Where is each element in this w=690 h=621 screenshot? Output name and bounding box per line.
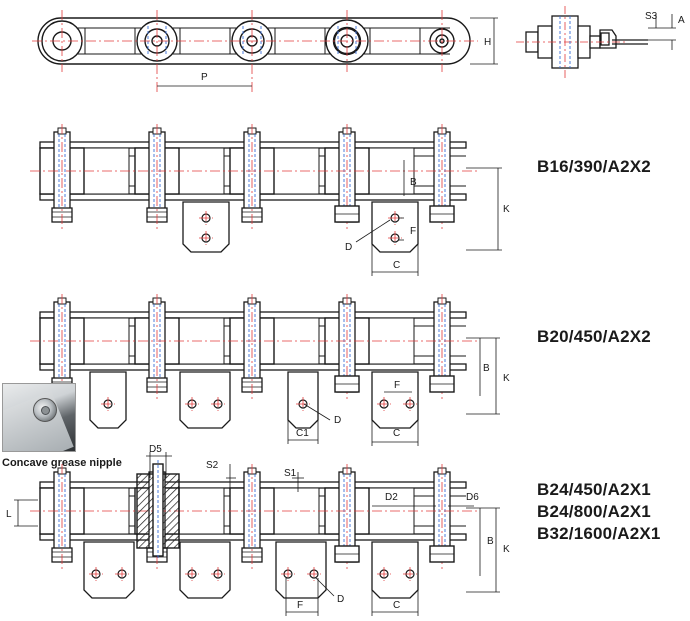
chain3-dim-k: K <box>503 544 510 555</box>
chain1-dim-k: K <box>503 204 510 215</box>
chain3-dim-f: F <box>297 600 303 611</box>
chain3-dim-d5: D5 <box>149 444 162 455</box>
grease-nipple-photo <box>2 383 76 452</box>
end-view-hidden <box>559 16 571 68</box>
side-view-centerlines <box>32 10 478 92</box>
end-view-centerlines <box>516 6 628 80</box>
chain3-dim-d2: D2 <box>385 492 398 503</box>
dim-label-h: H <box>484 37 491 48</box>
model-label-b32-1600: B32/1600/A2X1 <box>537 524 661 543</box>
chain3-dim-d: D <box>337 594 344 605</box>
chain2-dim-c1: C1 <box>296 428 309 439</box>
chain3-dimension-lines <box>14 452 500 616</box>
chain2-dimension-lines <box>287 337 500 446</box>
model-label-b20: B20/450/A2X2 <box>537 327 651 346</box>
chain3-dim-d6: D6 <box>466 492 479 503</box>
chain3-dim-s1: S1 <box>284 468 297 479</box>
chain3-dim-l: L <box>6 509 12 520</box>
model-label-b16: B16/390/A2X2 <box>537 157 651 176</box>
grease-nipple-caption: Concave grease nipple <box>2 457 122 469</box>
chain3-dim-b: B <box>487 536 494 547</box>
grease-nipple-icon <box>33 398 57 422</box>
dim-label-p: P <box>201 72 208 83</box>
chain1-dim-d: D <box>345 242 352 253</box>
side-view-chain <box>37 17 471 65</box>
dim-label-a: A <box>678 15 685 26</box>
chain-top-view-b20 <box>30 294 480 429</box>
chain-top-view-b16 <box>30 124 480 253</box>
chain-top-view-b24-b32 <box>30 460 480 599</box>
model-label-b24-450: B24/450/A2X1 <box>537 480 651 499</box>
chain2-dim-b: B <box>483 363 490 374</box>
dim-label-s3: S3 <box>645 11 658 22</box>
chain1-dim-b: B <box>410 177 417 188</box>
chain3-dim-s2: S2 <box>206 460 219 471</box>
chain3-dim-c: C <box>393 600 400 611</box>
dim-a-s3-lines <box>648 14 676 50</box>
chain2-dim-c: C <box>393 428 400 439</box>
chain2-dim-f: F <box>394 380 400 391</box>
model-label-b24-800: B24/800/A2X1 <box>537 502 651 521</box>
chain2-dim-k: K <box>503 373 510 384</box>
chain2-dim-d: D <box>334 415 341 426</box>
chain1-dimension-lines <box>355 160 502 276</box>
chain1-dim-c: C <box>393 260 400 271</box>
chain1-dim-f: F <box>410 226 416 237</box>
dim-h-lines <box>157 17 498 87</box>
